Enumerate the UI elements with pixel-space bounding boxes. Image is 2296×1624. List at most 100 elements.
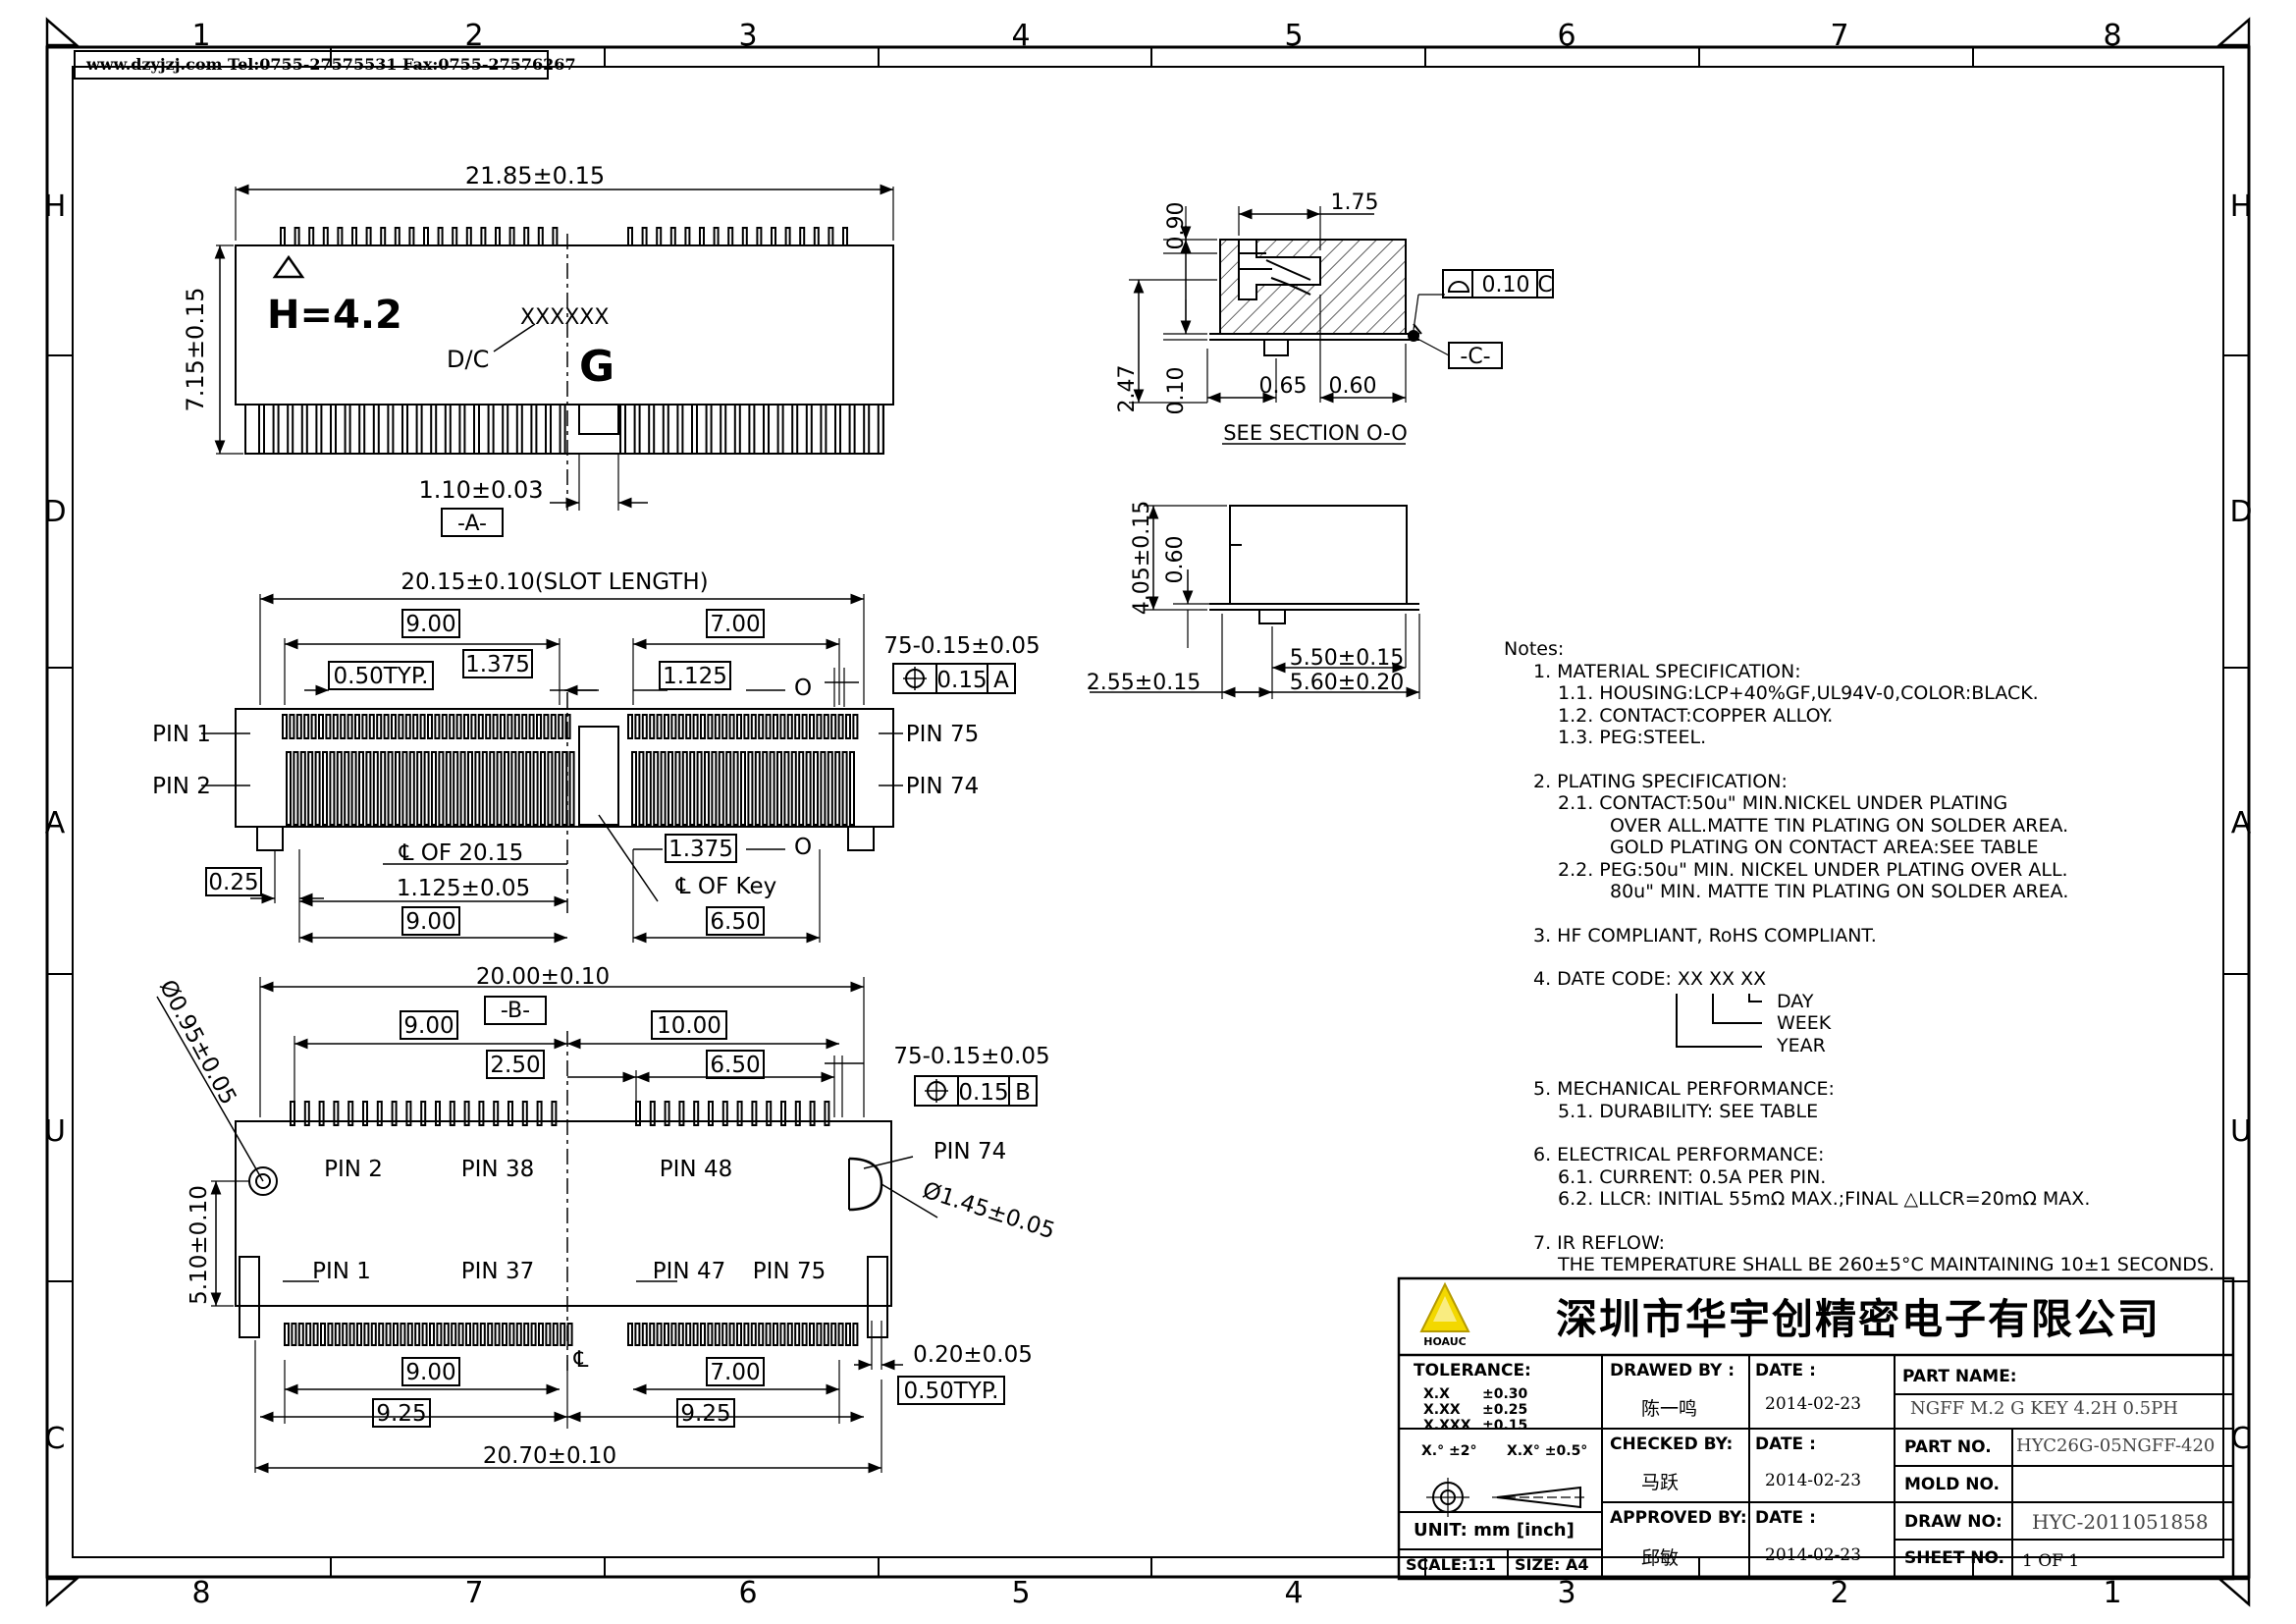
pin-lead	[508, 227, 515, 246]
pin-lead	[809, 1323, 815, 1346]
pin-lead	[378, 1323, 385, 1346]
side-dim-560: 5.60±0.20	[1290, 671, 1404, 695]
col-label-bottom-7: 7	[464, 1576, 483, 1610]
top-view	[214, 184, 894, 537]
pin-lead	[449, 714, 455, 739]
front-pitch-typ: 0.50TYP.	[334, 664, 429, 689]
drawing-frame	[45, 45, 2251, 1579]
pin-lead	[732, 751, 739, 826]
pin-lead	[430, 404, 438, 455]
note-2-2b: 80u" MIN. MATTE TIN PLATING ON SOLDER AR…	[1610, 881, 2069, 902]
section-dim-065: 0.65	[1259, 374, 1308, 399]
pin-lead	[801, 714, 808, 739]
approved-by-name: 邱敏	[1641, 1547, 1680, 1569]
pin-lead	[720, 404, 727, 455]
note-4: 4. DATE CODE: XX XX XX	[1533, 968, 1767, 990]
pin-lead	[391, 714, 397, 739]
pin-lead	[421, 1323, 428, 1346]
pin-lead	[481, 751, 488, 826]
front-dim-1125-top: 1.125	[663, 664, 727, 689]
note-2: 2. PLATING SPECIFICATION:	[1533, 770, 1788, 792]
tol-x: X.X	[1423, 1386, 1450, 1402]
section-dim-175: 1.75	[1331, 190, 1379, 215]
pin-lead	[487, 404, 495, 455]
pin-lead	[852, 714, 859, 739]
frame-ticks	[47, 47, 2249, 1577]
pin-lead	[348, 1323, 355, 1346]
pin-lead	[423, 751, 430, 826]
checked-by-label: CHECKED BY:	[1610, 1435, 1734, 1454]
pin-lead	[794, 714, 801, 739]
part-name-label: PART NAME:	[1902, 1367, 2017, 1386]
pin-lead	[633, 404, 641, 455]
pin-lead	[692, 1323, 699, 1346]
pin-lead	[455, 714, 462, 739]
pin-lead	[423, 227, 429, 246]
pin-lead	[545, 404, 552, 455]
pin-lead	[436, 1323, 443, 1346]
col-label-bottom-2: 2	[1830, 1576, 1848, 1610]
bottom-pitch-typ: 0.50TYP.	[904, 1379, 999, 1404]
pin-lead	[449, 1101, 455, 1126]
pin-lead	[828, 227, 834, 246]
col-label-top-4: 4	[1011, 19, 1030, 53]
pin-lead	[508, 1323, 515, 1346]
pin-lead	[540, 751, 546, 826]
bottom-view-pins	[284, 1101, 859, 1346]
pin-lead	[662, 404, 669, 455]
pin-lead	[653, 751, 660, 826]
pin-lead	[327, 1323, 334, 1346]
bottom-dim-700-bot: 7.00	[710, 1360, 760, 1385]
front-center-of-label: ℄ OF 20.15	[399, 840, 524, 866]
pin-lead	[863, 404, 871, 455]
front-pin75-label: PIN 75	[906, 722, 979, 747]
tol-xxx-value: ±0.15	[1482, 1418, 1528, 1434]
drawn-by-label: DRAWED BY :	[1610, 1361, 1735, 1380]
pin-lead	[790, 751, 797, 826]
pin-lead	[758, 1323, 765, 1346]
pin-lead	[725, 751, 732, 826]
pin-lead	[547, 751, 554, 826]
pin-lead	[813, 751, 819, 826]
row-label-right-h: H	[2230, 189, 2253, 224]
front-view-pins	[282, 714, 859, 826]
pin-lead	[837, 714, 844, 739]
pin-lead	[286, 751, 292, 826]
pin-lead	[751, 1101, 758, 1126]
pin-lead	[773, 1323, 778, 1346]
part-no-value: HYC26G-05NGFF-420	[2016, 1435, 2216, 1456]
pin-lead	[776, 751, 782, 826]
col-label-bottom-6: 6	[738, 1576, 757, 1610]
col-label-top-6: 6	[1557, 19, 1575, 53]
top-marking-g: G	[579, 342, 614, 392]
pin-lead	[543, 714, 550, 739]
pin-lead	[405, 1101, 412, 1126]
pin-lead	[457, 1323, 464, 1346]
pin-lead	[293, 751, 299, 826]
pin-lead	[784, 227, 791, 246]
top-key-dim: 1.10±0.03	[419, 476, 544, 504]
pin-lead	[877, 404, 884, 455]
pin-lead	[406, 1323, 413, 1346]
pin-lead	[700, 714, 706, 739]
pin-lead	[685, 714, 692, 739]
pin-lead	[681, 751, 688, 826]
pin-lead	[305, 1323, 312, 1346]
pin-lead	[809, 1101, 816, 1126]
bottom-pin75-label: PIN 75	[753, 1259, 826, 1284]
pin-lead	[376, 1101, 383, 1126]
pin-lead	[743, 1323, 750, 1346]
pin-lead	[322, 751, 328, 826]
pin-lead	[487, 1323, 494, 1346]
pin-lead	[322, 227, 329, 246]
bottom-pin2-label: PIN 2	[324, 1157, 383, 1182]
pin-lead	[619, 404, 626, 455]
pin-lead	[467, 751, 473, 826]
pin-lead	[523, 1323, 530, 1346]
pin-lead	[320, 1323, 326, 1346]
section-flatness: 0.10	[1482, 273, 1530, 298]
pin-lead	[521, 1101, 528, 1126]
tol-xx: X.XX	[1423, 1402, 1461, 1418]
pin-lead	[748, 404, 756, 455]
